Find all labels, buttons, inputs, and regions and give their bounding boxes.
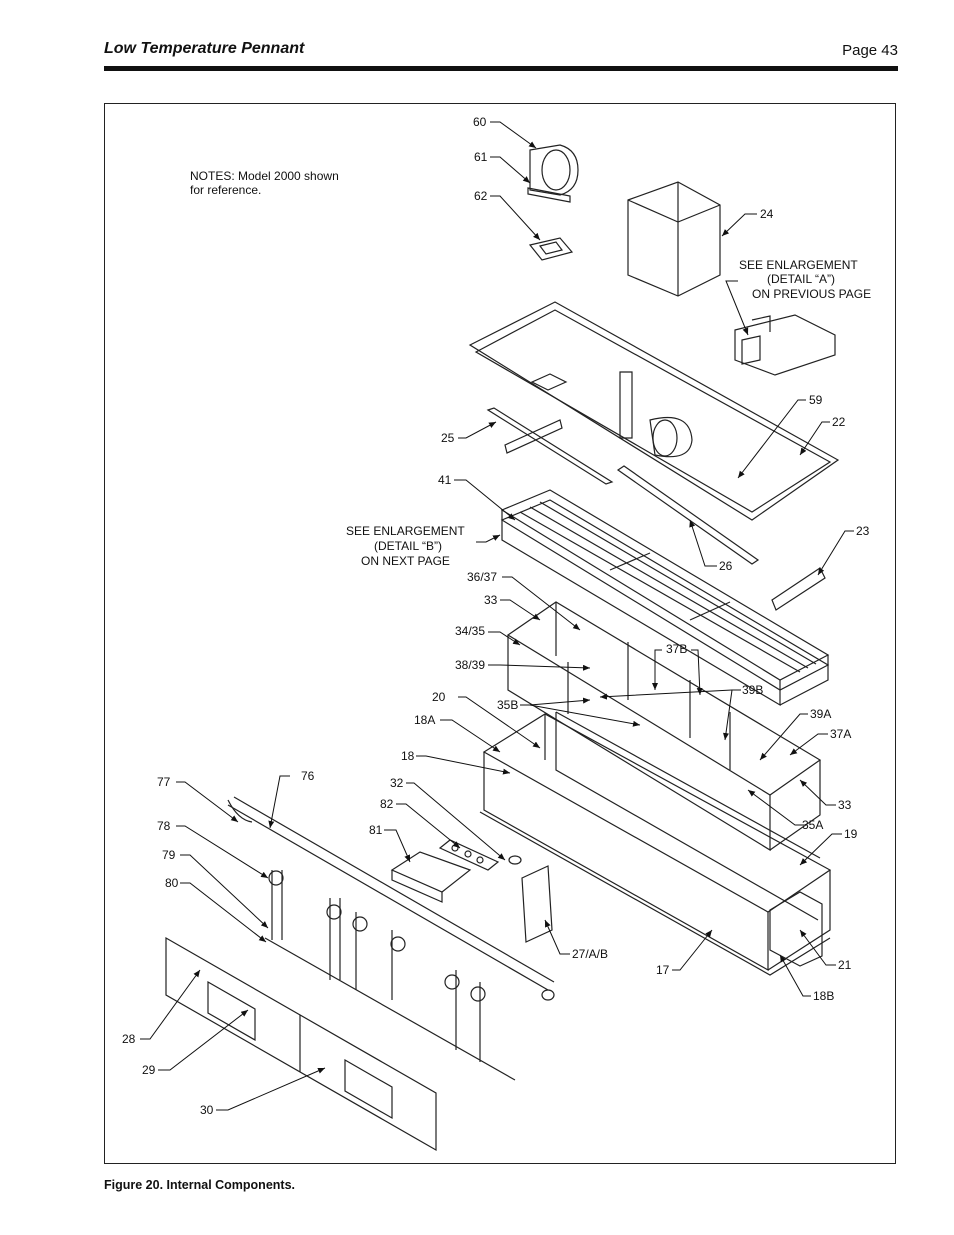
label-26: 26 <box>719 559 733 573</box>
label-24: 24 <box>760 207 774 221</box>
label-18a: 18A <box>414 713 435 727</box>
figure-frame <box>104 103 896 1164</box>
label-81: 81 <box>369 823 383 837</box>
label-34-35: 34/35 <box>455 624 485 638</box>
control-box-icon <box>734 314 836 376</box>
label-22: 22 <box>832 415 846 429</box>
bracket-27-icon <box>521 865 553 943</box>
label-33-top: 33 <box>484 593 498 607</box>
top-plate-icon <box>468 301 840 521</box>
page-number: Page 43 <box>842 42 898 59</box>
label-59: 59 <box>809 393 823 407</box>
label-32: 32 <box>390 776 404 790</box>
notes-line1: NOTES: Model 2000 shown <box>190 169 339 183</box>
blower-icon <box>527 144 579 203</box>
label-20: 20 <box>432 690 446 704</box>
detail-a-line2: (DETAIL “A”) <box>767 272 835 286</box>
side-plate-icon <box>771 567 826 611</box>
label-18: 18 <box>401 749 415 763</box>
label-61: 61 <box>474 150 488 164</box>
detail-a-line1: SEE ENLARGEMENT <box>739 258 858 272</box>
gas-valves-icon <box>264 870 516 1081</box>
label-17: 17 <box>656 963 670 977</box>
part-drawings <box>165 144 840 1152</box>
label-28: 28 <box>122 1032 136 1046</box>
part-labels: NOTES: Model 2000 shown for reference. S… <box>122 115 871 1117</box>
label-35a: 35A <box>802 818 823 832</box>
gasket-icon <box>528 237 574 261</box>
label-38-39: 38/39 <box>455 658 485 672</box>
label-37b: 37B <box>666 642 687 656</box>
burners-icon <box>390 851 472 903</box>
rail-bar-icon <box>616 465 760 565</box>
label-39b: 39B <box>742 683 763 697</box>
leader-lines <box>140 121 854 1111</box>
label-35b: 35B <box>497 698 518 712</box>
detail-b-line1: SEE ENLARGEMENT <box>346 524 465 538</box>
burner-gasket-icon <box>438 839 500 871</box>
label-82: 82 <box>380 797 394 811</box>
base-frame-icon <box>479 711 832 976</box>
label-25: 25 <box>441 431 455 445</box>
label-39a: 39A <box>810 707 831 721</box>
notes-line2: for reference. <box>190 183 261 197</box>
label-76: 76 <box>301 769 315 783</box>
label-36-37: 36/37 <box>467 570 497 584</box>
label-23: 23 <box>856 524 870 538</box>
label-41: 41 <box>438 473 452 487</box>
label-78: 78 <box>157 819 171 833</box>
label-80: 80 <box>165 876 179 890</box>
gas-manifold-icon <box>227 796 555 1001</box>
figure-caption: Figure 20. Internal Components. <box>104 1178 295 1192</box>
label-79: 79 <box>162 848 176 862</box>
label-33-bottom: 33 <box>838 798 852 812</box>
label-21: 21 <box>838 958 852 972</box>
label-77: 77 <box>157 775 171 789</box>
bracket-bar-icon <box>486 407 614 485</box>
detail-b-line3: ON NEXT PAGE <box>361 554 450 568</box>
label-19: 19 <box>844 827 858 841</box>
label-62: 62 <box>474 189 488 203</box>
sight-glass-icon <box>508 855 522 865</box>
header-title: Low Temperature Pennant <box>104 40 305 57</box>
heat-exchanger-icon <box>500 489 830 707</box>
front-panels-icon <box>165 936 437 1152</box>
header-rule <box>104 66 898 71</box>
label-27ab: 27/A/B <box>572 947 608 961</box>
label-60: 60 <box>473 115 487 129</box>
detail-a-line3: ON PREVIOUS PAGE <box>752 287 871 301</box>
label-29: 29 <box>142 1063 156 1077</box>
label-37a: 37A <box>830 727 851 741</box>
jacket-panel-icon <box>627 181 721 297</box>
label-30: 30 <box>200 1103 214 1117</box>
detail-b-line2: (DETAIL “B”) <box>374 539 442 553</box>
label-18b: 18B <box>813 989 834 1003</box>
